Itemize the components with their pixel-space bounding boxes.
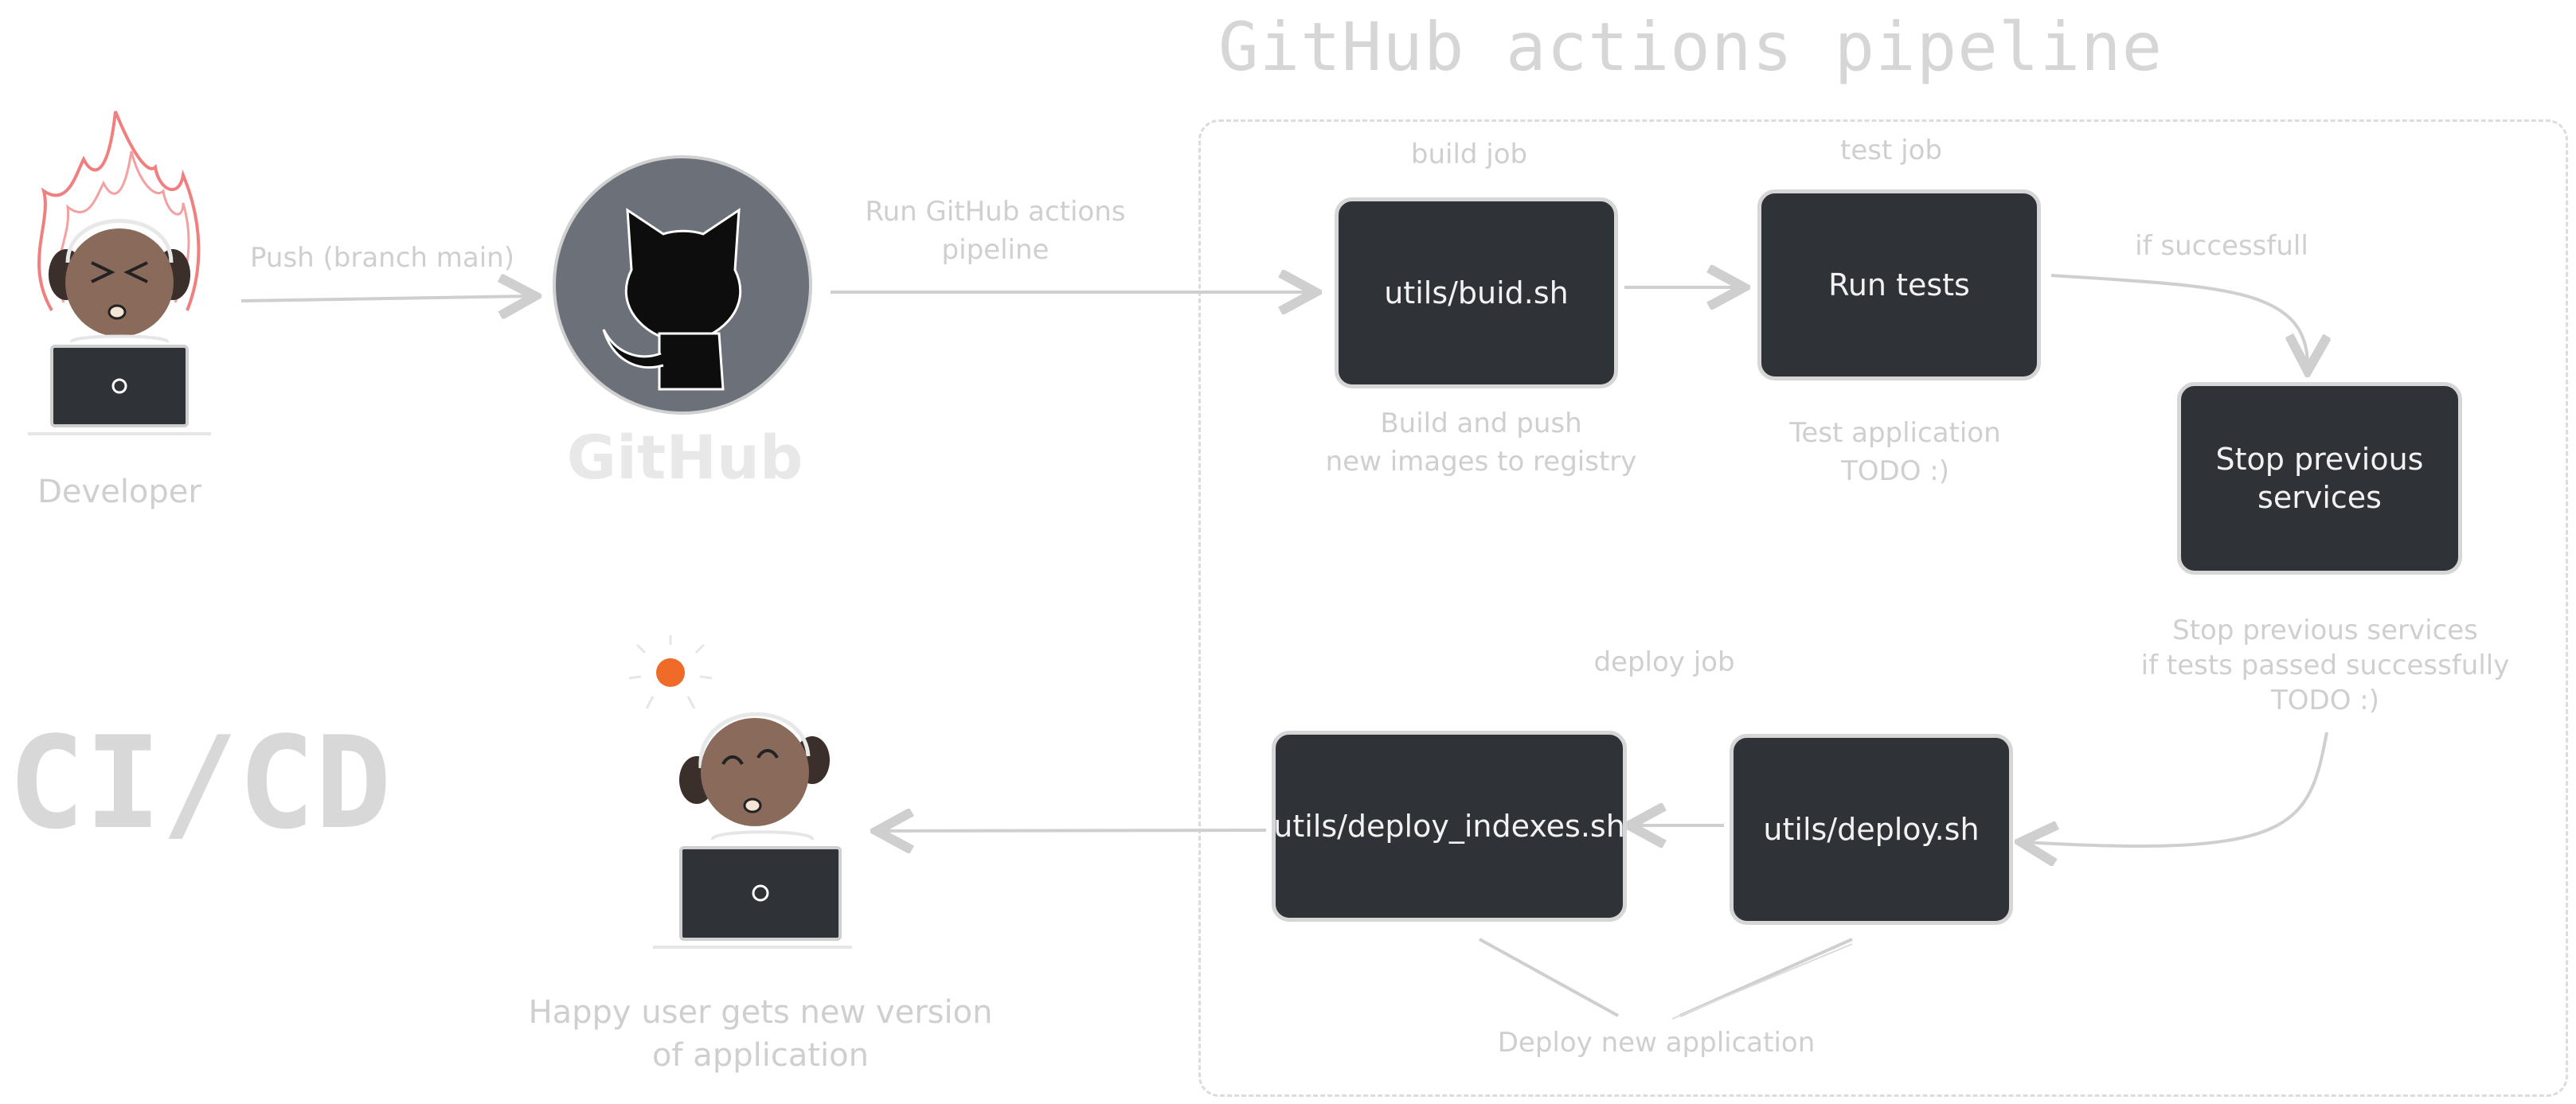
build-job-caption: Build and push new images to registry [1325, 408, 1637, 478]
test-job-box[interactable]: Run tests [1757, 189, 2041, 380]
arrow-push [240, 296, 532, 301]
deploy-job-heading: deploy job [1593, 646, 1735, 678]
happy-user-figure-icon [628, 635, 852, 949]
pipeline-frame [1198, 119, 2568, 1097]
push-label: Push (branch main) [250, 242, 514, 274]
happy-user-caption: Happy user gets new version of applicati… [528, 994, 993, 1074]
lightbulb-icon [628, 635, 713, 709]
build-job-box[interactable]: utils/buid.sh [1335, 197, 1618, 388]
developer-figure-icon [28, 111, 211, 435]
test-job-caption: Test application TODO :) [1789, 417, 2001, 487]
deploy-box[interactable]: utils/deploy.sh [1730, 734, 2013, 925]
arrow-stop-deploy [2024, 731, 2328, 846]
test-job-heading: test job [1840, 135, 1942, 166]
arrow-test-stop [2050, 274, 2308, 368]
build-job-heading: build job [1410, 138, 1528, 170]
arrow-to-user [880, 830, 1267, 831]
developer-label: Developer [37, 474, 201, 510]
cicd-label: CI/CD [8, 708, 392, 857]
stop-services-caption: Stop previous services if tests passed s… [2140, 614, 2510, 716]
deploy-caption-line-left [1479, 938, 1619, 1017]
stop-services-box[interactable]: Stop previous services [2177, 382, 2462, 575]
deploy-caption: Deploy new application [1497, 1027, 1816, 1059]
deploy-indexes-box[interactable]: utils/deploy_indexes.sh [1272, 731, 1627, 922]
pipeline-title: GitHub actions pipeline [1218, 8, 2164, 86]
github-node [553, 155, 812, 415]
github-octocat-icon [602, 208, 742, 391]
run-pipeline-label: Run GitHub actions pipeline [865, 196, 1126, 266]
if-successful-label: if successfull [2135, 230, 2308, 262]
github-label: GitHub [566, 422, 803, 493]
